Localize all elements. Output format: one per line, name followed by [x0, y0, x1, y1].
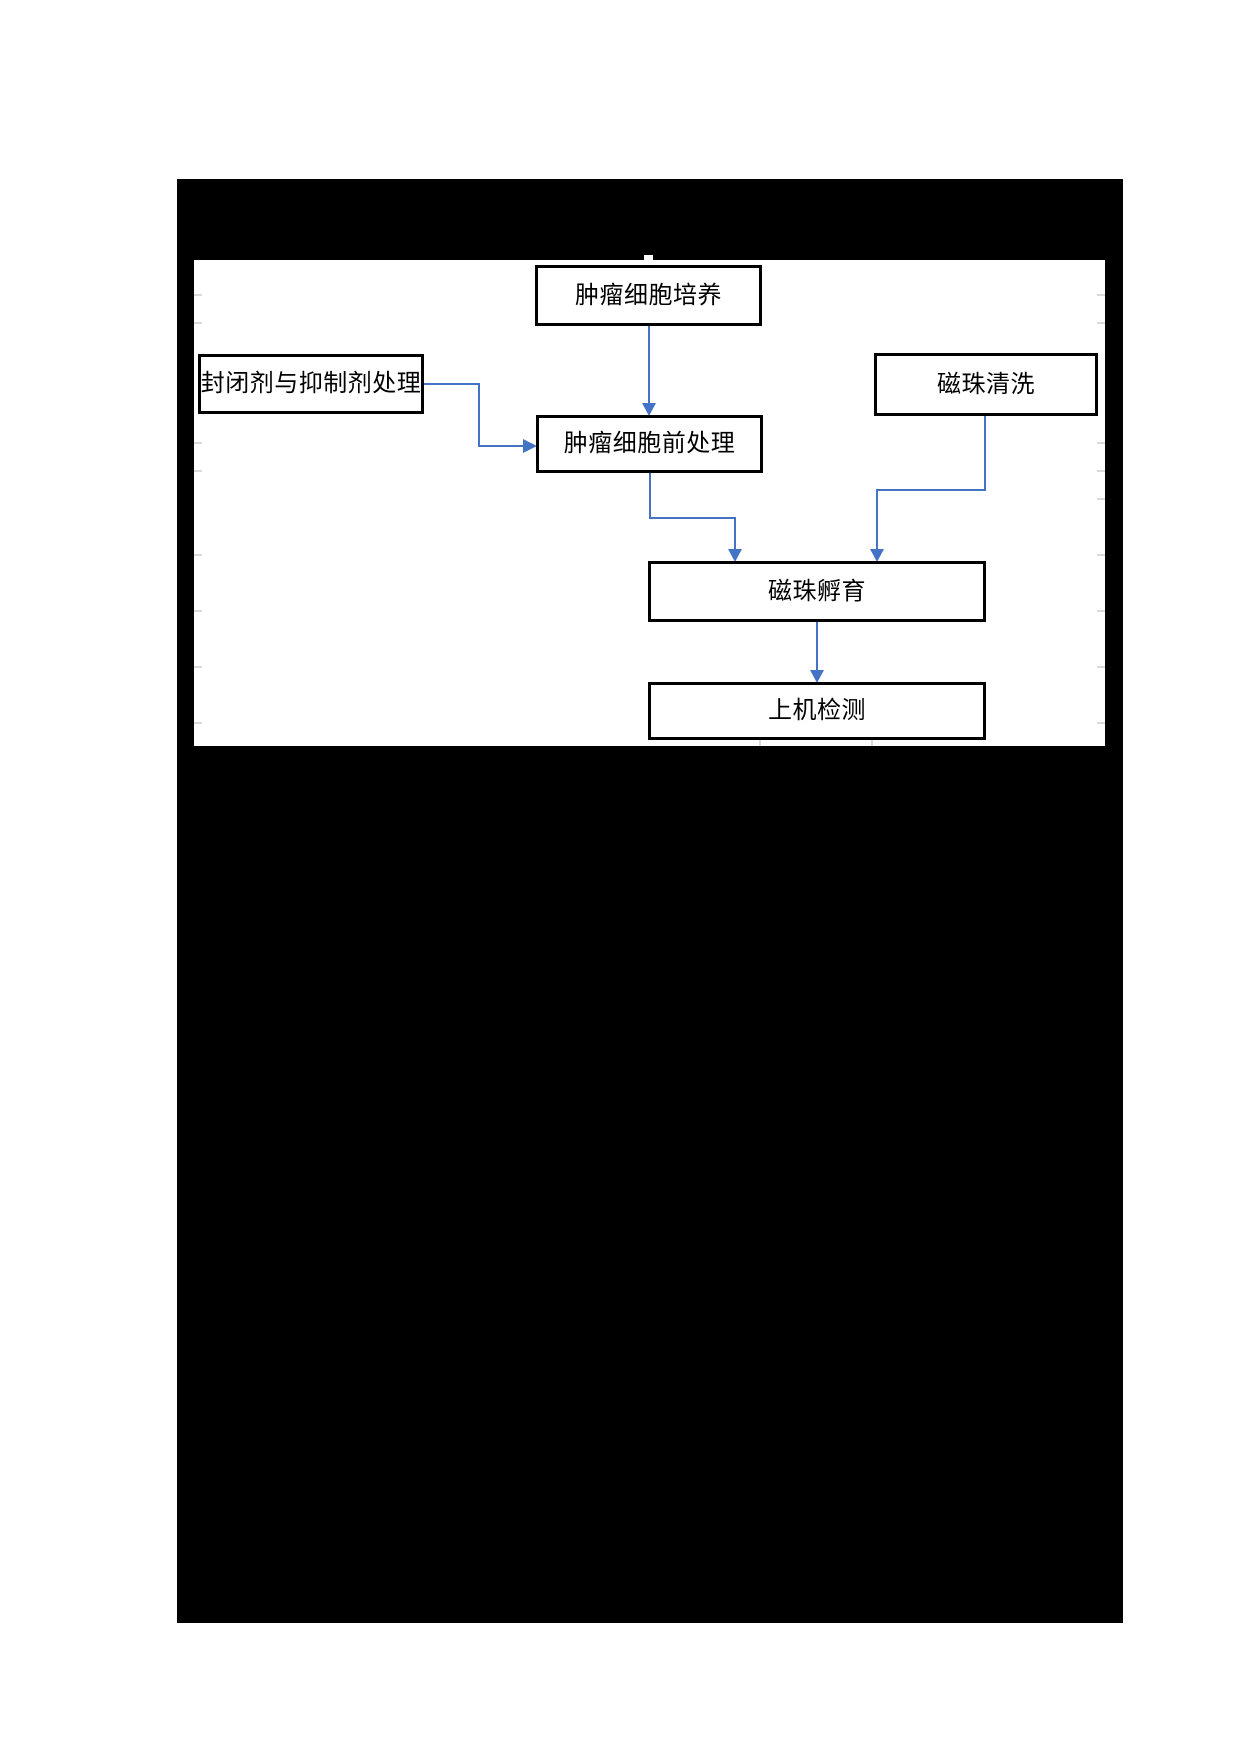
connector-blocking-to-pretreatment: [424, 383, 524, 447]
flow-node-tumor-cell-culture: 肿瘤细胞培养: [535, 265, 762, 326]
flow-node-label: 上机检测: [768, 697, 866, 724]
flow-node-tumor-cell-pretreatment: 肿瘤细胞前处理: [536, 415, 763, 473]
connector-layer: [194, 294, 1105, 746]
flow-node-bead-washing: 磁珠清洗: [874, 353, 1098, 416]
flowchart-canvas: 肿瘤细胞培养 封闭剂与抑制剂处理 磁珠清洗 肿瘤细胞前处理 磁珠孵育 上机检测: [194, 260, 1105, 746]
figure-black-panel: 肿瘤细胞培养 封闭剂与抑制剂处理 磁珠清洗 肿瘤细胞前处理 磁珠孵育 上机检测: [177, 179, 1123, 1623]
arrowhead-down-icon: [642, 403, 656, 416]
flow-node-label: 磁珠清洗: [937, 370, 1035, 398]
arrowhead-right-icon: [523, 439, 537, 453]
connector-pretreatment-to-incubation: [649, 473, 736, 550]
flow-node-label: 肿瘤细胞培养: [575, 281, 722, 309]
flow-node-machine-detection: 上机检测: [648, 682, 986, 740]
flow-node-label: 封闭剂与抑制剂处理: [200, 370, 422, 397]
flow-node-label: 磁珠孵育: [768, 577, 866, 605]
flow-node-label: 肿瘤细胞前处理: [563, 430, 736, 457]
arrowhead-down-icon: [810, 670, 824, 683]
arrowhead-down-icon: [870, 549, 884, 562]
flow-node-bead-incubation: 磁珠孵育: [648, 561, 986, 622]
gridline-nub: [644, 255, 653, 261]
connector-wash-to-incubation: [876, 416, 986, 550]
arrowhead-down-icon: [728, 549, 742, 562]
flow-node-blocker-inhibitor-treatment: 封闭剂与抑制剂处理: [198, 354, 424, 414]
gridline-ticks: [194, 294, 1105, 746]
